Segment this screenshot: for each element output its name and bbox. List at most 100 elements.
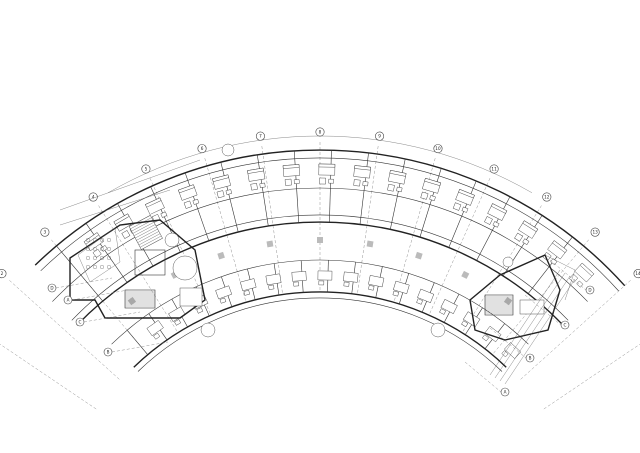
bathroom-fixture	[216, 190, 225, 199]
grid-bubble-label: 7	[259, 134, 262, 139]
bed	[440, 298, 458, 314]
guest-room	[484, 203, 508, 228]
stair-tread	[133, 224, 156, 236]
bathroom-fixture	[439, 308, 447, 315]
grid-bubble-label: 2	[1, 271, 4, 276]
curved-wall	[111, 259, 529, 345]
wash-basin	[328, 178, 334, 184]
pillow	[389, 170, 407, 177]
stair-tread	[138, 233, 161, 246]
left-wing	[59, 143, 235, 338]
room-partition	[85, 223, 128, 283]
pillow	[212, 174, 229, 182]
room-partition	[184, 172, 210, 241]
axis-bubble-A	[500, 387, 510, 397]
bed	[168, 306, 186, 322]
bathroom-fixture	[318, 280, 325, 286]
bathroom-fixture	[153, 332, 161, 340]
planting	[100, 238, 104, 242]
curved-wall	[71, 214, 569, 321]
wash-basin	[576, 280, 584, 288]
guest-room	[514, 220, 539, 246]
axis-bubble-C	[75, 317, 85, 327]
structural-column	[217, 251, 225, 260]
grid-line-14	[520, 278, 633, 380]
curved-wall	[133, 291, 507, 368]
grid-bubble-label: 5	[145, 167, 148, 172]
axis-bubble-C	[560, 320, 570, 330]
axis-bubble-D	[47, 283, 57, 293]
planting	[86, 256, 90, 260]
bathroom-fixture	[420, 191, 429, 200]
room-partition	[329, 150, 332, 223]
axis-bubble-label: B	[529, 356, 532, 361]
guest-room	[291, 271, 307, 287]
stair-tread	[140, 235, 162, 248]
grid-bubble-label: 9	[378, 134, 381, 139]
grid-bubble-label: 4	[92, 195, 95, 200]
room-partition	[220, 162, 239, 233]
balcony-arc	[107, 135, 533, 193]
axis-line-A	[71, 289, 129, 301]
stair-tread	[137, 231, 159, 243]
guest-room	[452, 189, 475, 213]
room-partition	[389, 158, 406, 230]
planting	[100, 256, 104, 260]
grid-bubble-label: 11	[491, 167, 497, 172]
axis-line-B	[489, 327, 527, 359]
room-partition	[476, 196, 511, 261]
bathroom-fixture	[481, 334, 489, 342]
bed	[343, 271, 359, 283]
grid-bubble-9	[375, 131, 385, 141]
bathroom-fixture	[243, 289, 250, 296]
structural-column	[127, 296, 137, 306]
guest-room	[83, 232, 108, 258]
lobby-room	[134, 249, 166, 276]
guest-room	[168, 306, 186, 326]
wash-basin	[461, 206, 469, 213]
guest-room	[212, 174, 233, 199]
guest-room	[416, 288, 435, 305]
bathroom-fixture	[174, 319, 182, 326]
pillow	[178, 184, 195, 194]
axis-line-A	[464, 361, 502, 393]
guest-room	[145, 197, 168, 223]
stair-tread	[130, 217, 152, 230]
planting	[93, 247, 97, 251]
grid-bubble-13	[590, 227, 600, 237]
structural-column	[415, 251, 423, 260]
grid-bubble-8	[315, 127, 325, 137]
wash-basin	[100, 245, 108, 252]
wash-basin	[492, 221, 500, 228]
pillow	[282, 164, 300, 169]
planting	[86, 265, 90, 269]
axis-bubble-B	[525, 353, 535, 363]
axis-bubble-label: A	[67, 298, 70, 303]
bathroom-fixture	[514, 232, 524, 242]
bathroom-fixture	[368, 285, 375, 291]
grid-bubble-label: 8	[319, 130, 322, 135]
pillow	[113, 213, 130, 225]
guest-room	[178, 184, 200, 209]
room-partition	[359, 152, 369, 225]
bed	[240, 278, 257, 292]
structural-column	[461, 270, 470, 279]
planting	[93, 256, 97, 260]
stair-room	[124, 289, 156, 309]
planting	[107, 247, 111, 251]
left-wing-outline	[69, 219, 206, 319]
guest-room	[318, 163, 336, 185]
planting	[107, 238, 111, 242]
curved-wall	[40, 157, 619, 292]
grid-bubble-label: 14	[635, 271, 640, 276]
planting	[86, 247, 90, 251]
wash-basin	[429, 195, 436, 202]
guest-room	[282, 164, 301, 186]
wash-basin	[225, 189, 233, 195]
room-partition	[527, 236, 573, 294]
pillow	[552, 240, 568, 254]
site-line	[544, 254, 576, 301]
stair-tread	[129, 215, 151, 227]
round-table	[164, 232, 180, 248]
